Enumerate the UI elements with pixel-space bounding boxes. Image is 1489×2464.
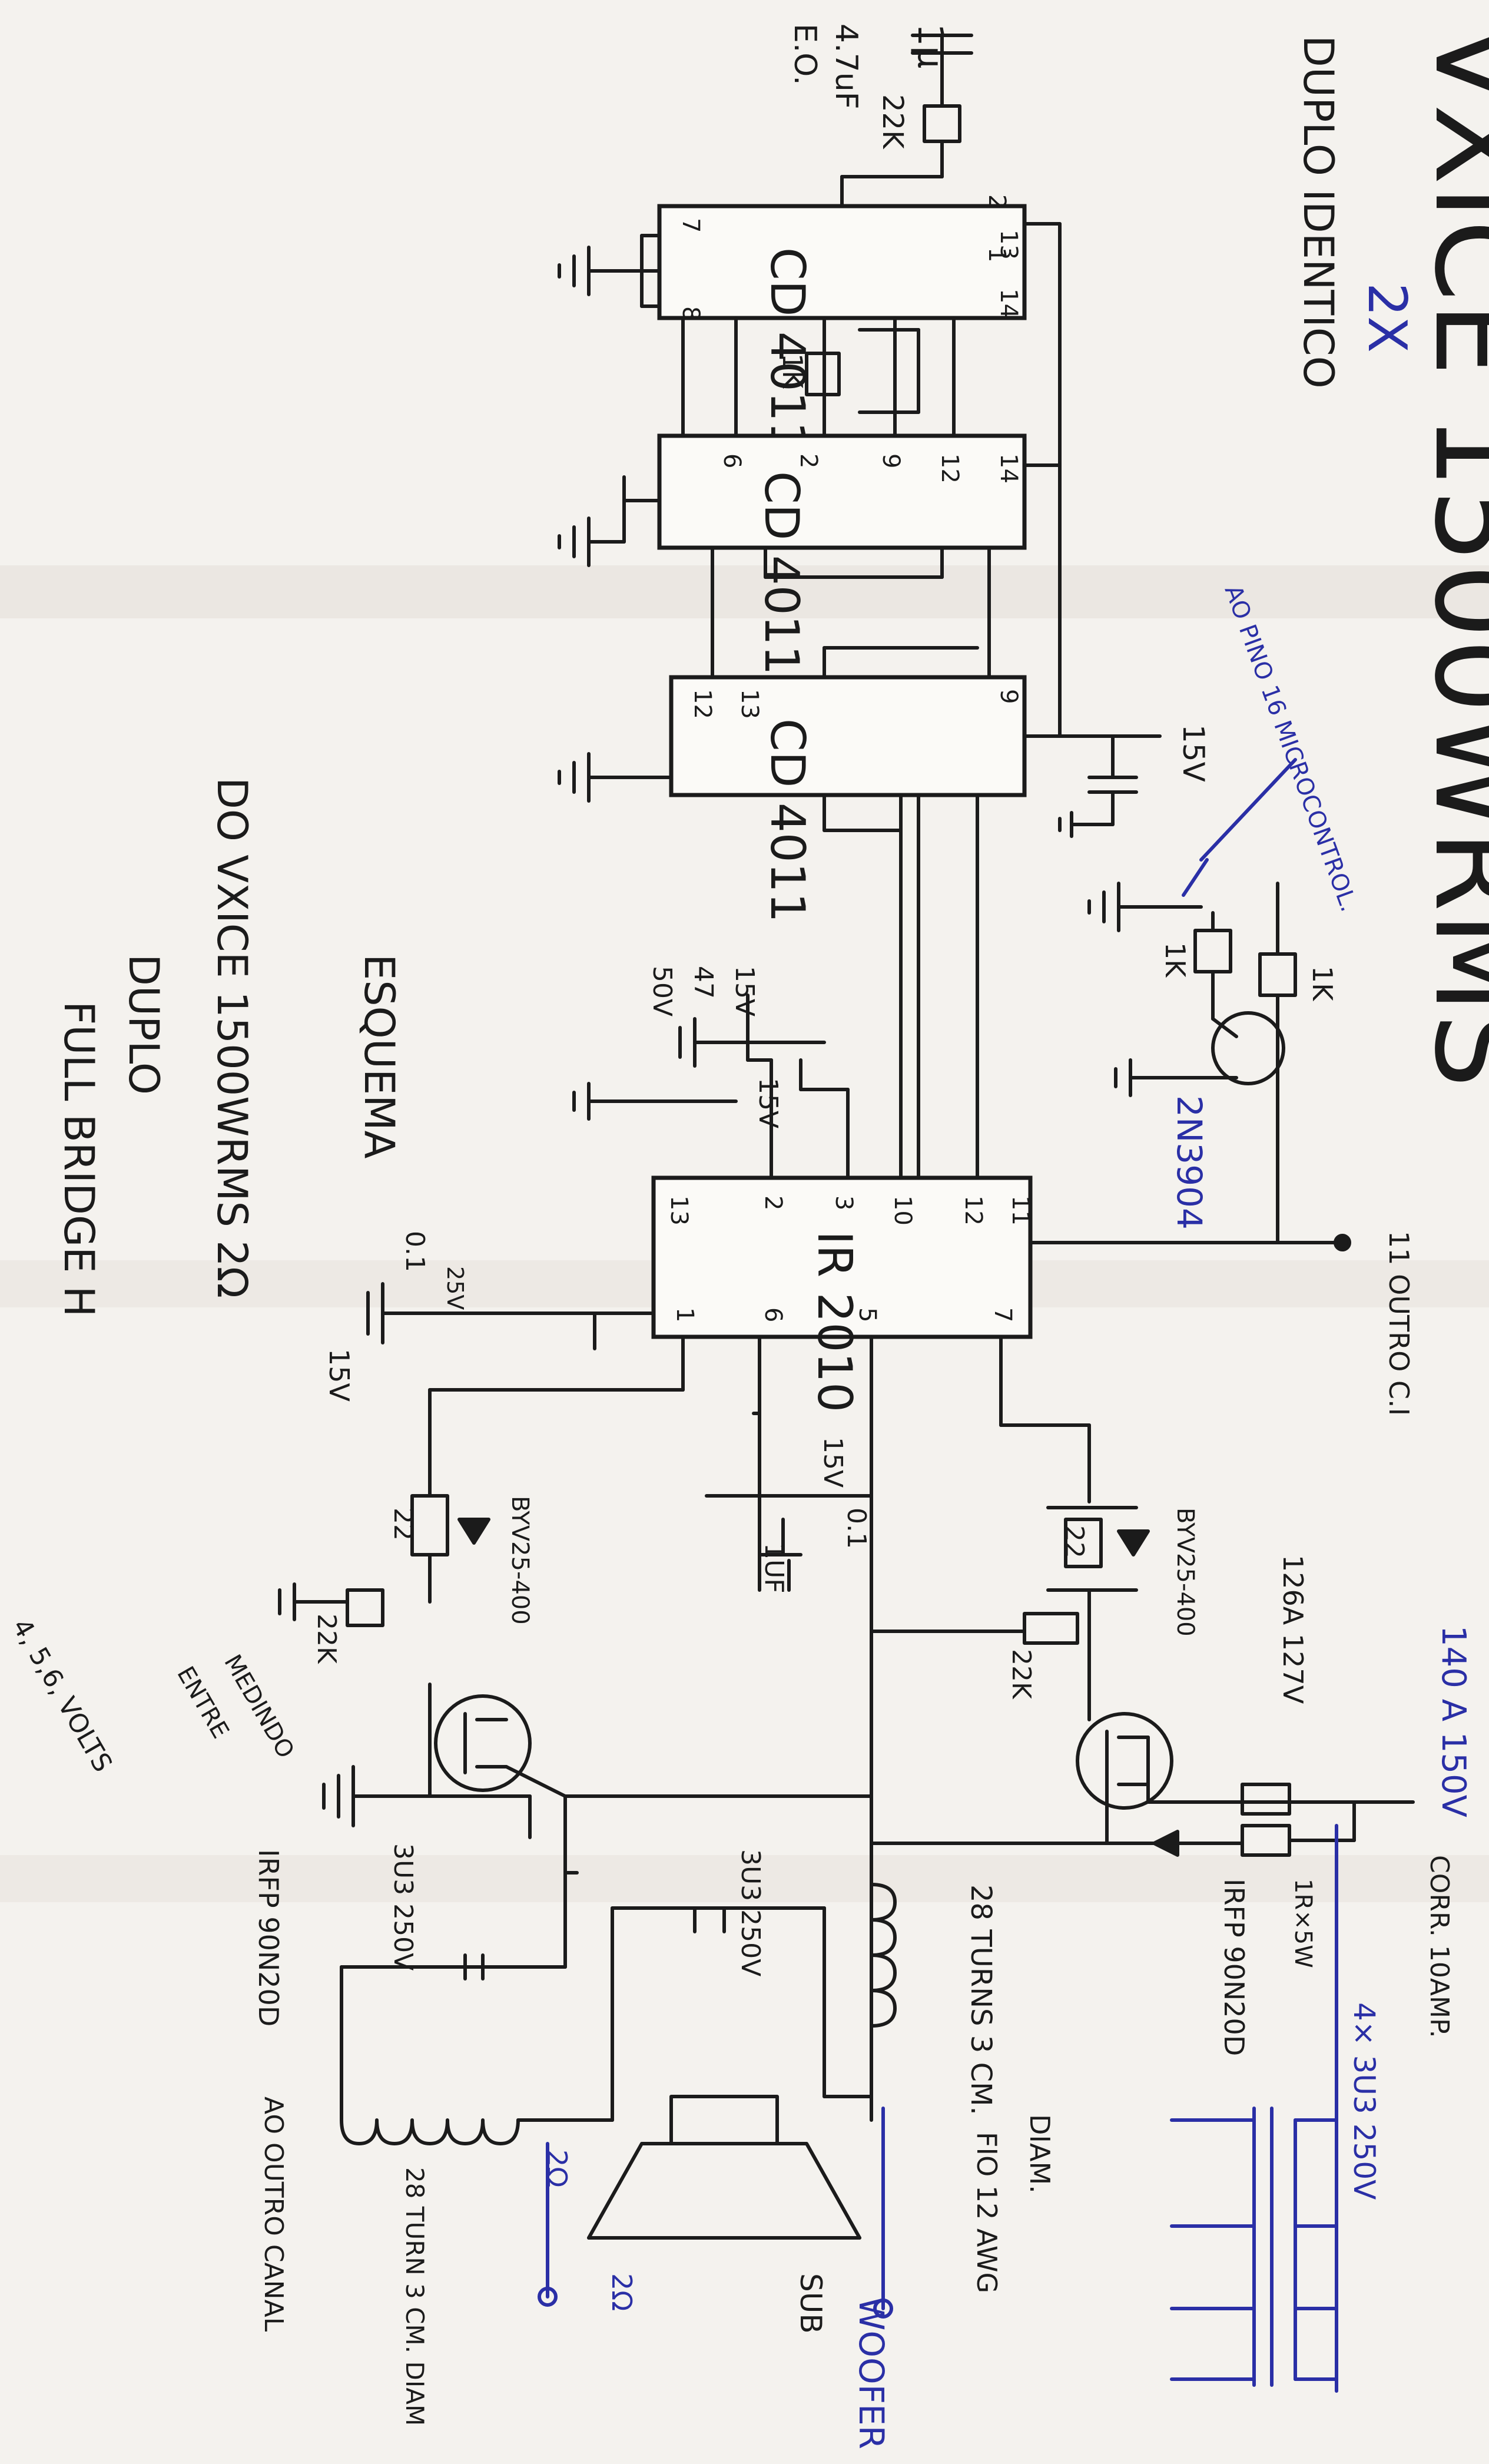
ic4-label: IR 2010	[807, 1231, 862, 1412]
ic2-pin-9: 9	[877, 453, 904, 468]
ic-pin-numbers: 1 2 13 14 7 8 6 2 9 12 14 12 13 9 13 2 3…	[665, 194, 1034, 1322]
ic1-pin-8: 8	[677, 306, 704, 321]
ir2010-pin-10: 10	[889, 1195, 916, 1226]
ic-cd4011-2: CD 4011	[657, 433, 1027, 675]
label-r22a: 22	[1059, 1525, 1089, 1558]
label-supply-15: 15V	[1176, 724, 1211, 782]
subtitle-multiplier: 2X	[1356, 283, 1418, 353]
label-cap3u3b: 3U3 250V	[388, 1843, 418, 1970]
label-corr: CORR. 10AMP.	[1424, 1855, 1454, 2038]
ir2010-pin-3: 3	[830, 1195, 857, 1210]
label-input-cap: 1µ	[910, 24, 951, 68]
label-r1r: 1R×5W	[1289, 1879, 1316, 1968]
label-caps4: 4× 3U3 250V	[1347, 2002, 1381, 2200]
label-gnd15: 15V	[323, 1349, 355, 1402]
label-input-cap-type: E.O.	[787, 24, 823, 85]
label-ohm-b: 2Ω	[606, 2273, 638, 2311]
ic2-pin-2: 2	[795, 453, 822, 468]
ic1-pin-7: 7	[677, 218, 704, 233]
label-sub: SUB	[794, 2273, 828, 2334]
ir2010-pin-13: 13	[665, 1195, 692, 1226]
ic3-pin-13: 13	[736, 689, 763, 719]
label-irfp-a: IRFP 90N20D	[1218, 1879, 1250, 2056]
label-v15a: 15V	[729, 966, 760, 1016]
label-coil-b: 28 TURN 3 CM. DIAM	[400, 2167, 429, 2426]
ic1-pin-13: 13	[995, 230, 1022, 260]
ic1-label: CD 4011	[760, 247, 815, 451]
label-r22k-b: 22K	[311, 1614, 341, 1664]
schematic-note-d: FULL BRIDGE H	[55, 1001, 103, 1317]
label-supply-main: 140 A 150V	[1434, 1625, 1473, 1817]
ir2010-pin-6: 6	[760, 1307, 787, 1322]
ir2010-pin-12: 12	[960, 1195, 987, 1226]
label-ohm-a: 2Ω	[541, 2150, 573, 2187]
label-r1k-a: 1K	[1306, 966, 1338, 1002]
ir2010-pin-2: 2	[760, 1195, 787, 1210]
schematic-note-b: DO VXICE 1500WRMS 2Ω	[208, 777, 256, 1298]
ic3-pin-12: 12	[689, 689, 716, 719]
label-cap47: 47	[688, 966, 718, 999]
ic1-pin-1: 1	[983, 247, 1010, 262]
ic2-label: CD 4011	[754, 471, 809, 675]
title-group: VXICE 1500WRMS	[1408, 24, 1489, 1088]
subtitle: DUPLO IDENTICO	[1294, 35, 1342, 389]
label-coil-a: 28 TURNS 3 CM.	[964, 1885, 997, 2115]
ic-cd4011-3: CD 4011	[669, 675, 1027, 922]
capacitor-bank	[538, 758, 1338, 2393]
ic3-label: CD 4011	[760, 718, 815, 922]
page-title: VXICE 1500WRMS	[1408, 24, 1489, 1088]
label-r22k-a: 22K	[1006, 1649, 1036, 1700]
label-coil-a2: DIAM.	[1024, 2114, 1056, 2194]
label-wire: FIO 12 AWG	[971, 2132, 1003, 2293]
ir2010-pin-11: 11	[1007, 1195, 1034, 1226]
label-woofer: WOOFER	[851, 2297, 891, 2449]
label-cap01: 0.1	[400, 1231, 430, 1272]
label-r-1k: 1K	[777, 353, 808, 389]
label-irfp-b: IRFP 90N20D	[253, 1849, 284, 2026]
ic2-pin-6: 6	[718, 453, 745, 468]
label-cap47v: 50V	[647, 966, 677, 1016]
schematic-note-c: DUPLO	[120, 954, 168, 1095]
ir2010-pin-5: 5	[854, 1307, 881, 1322]
label-cap01b: 0.1	[841, 1508, 871, 1549]
schematic-note-a: ESQUEMA	[355, 954, 403, 1159]
label-zener15: 15V	[753, 1078, 783, 1128]
ic3-pin-9: 9	[995, 689, 1022, 704]
label-cap1uf: 1UF	[759, 1543, 789, 1594]
ic1-pin-14: 14	[995, 289, 1022, 319]
label-zener15b: 15V	[818, 1437, 848, 1488]
label-transistor: 2N3904	[1169, 1095, 1209, 1230]
ic-cd4011-1: CD 4011	[657, 204, 1027, 451]
wiring	[278, 34, 1415, 2240]
label-cap01v: 25V	[442, 1266, 468, 1310]
label-mos-note: 126A 127V	[1277, 1555, 1309, 1704]
ir2010-pin-7: 7	[989, 1307, 1016, 1322]
label-r1k-b: 1K	[1159, 942, 1191, 978]
ic1-pin-2: 2	[983, 194, 1010, 209]
ic2-pin-12: 12	[936, 453, 963, 483]
label-r22b: 22	[388, 1508, 418, 1541]
label-r-input: 22K	[876, 94, 909, 150]
label-diode-a: BYV25-400	[1172, 1508, 1199, 1637]
label-cap3u3a: 3U3 250V	[735, 1849, 765, 1976]
subtitle-group: DUPLO IDENTICO 2X	[1294, 35, 1418, 389]
ir2010-pin-1: 1	[671, 1307, 698, 1322]
ic-ir2010: IR 2010	[651, 1175, 1033, 1412]
ic2-pin-14: 14	[995, 453, 1022, 483]
label-other-channel: AO OUTRO CANAL	[258, 2097, 288, 2332]
label-diode-b: BYV25-400	[506, 1496, 533, 1625]
label-input-cap-value: 4.7uF	[828, 24, 864, 110]
label-pin11-note: 11 OUTRO C.I	[1383, 1231, 1415, 1416]
